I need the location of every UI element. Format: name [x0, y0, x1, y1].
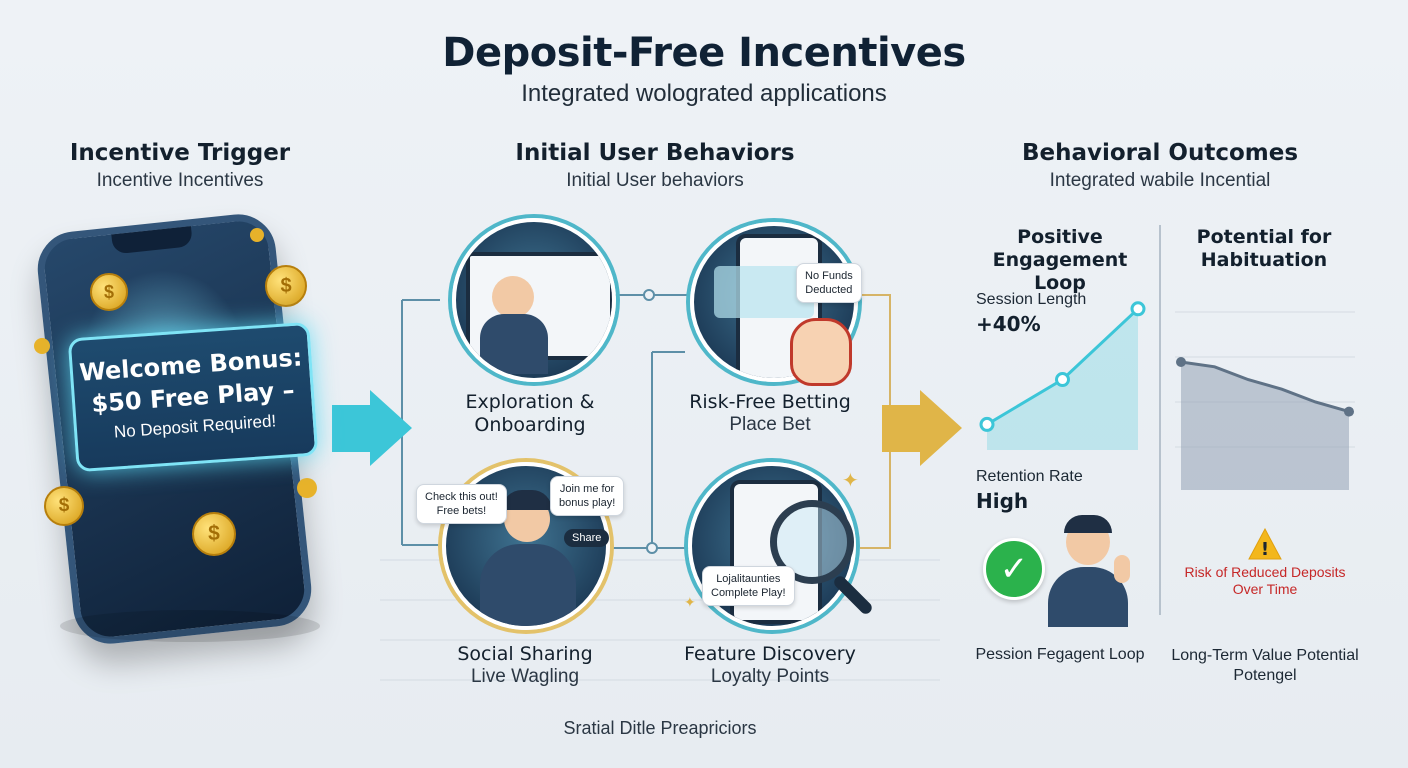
share-button[interactable]: Share: [564, 529, 610, 547]
coin-icon: $: [192, 512, 236, 556]
check-icon: ✓: [983, 538, 1045, 600]
teal-arrow: [332, 390, 412, 466]
behaviors-heading: Initial User Behaviors: [515, 140, 795, 166]
social-bubble-2: Join me for bonus play!: [550, 476, 625, 516]
retention-rate-label: Retention Rate: [976, 468, 1083, 485]
coin-icon: [250, 228, 264, 242]
trigger-subheading: Incentive Incentives: [96, 170, 264, 191]
tag-line-2: Complete Play!: [711, 587, 786, 599]
coin-icon: [34, 338, 50, 354]
social-sub: Live Wagling: [470, 666, 580, 687]
positive-footer: Pession Fegagent Loop: [975, 646, 1145, 663]
behaviors-header: Initial User Behaviors Initial User beha…: [480, 140, 830, 192]
no-funds-badge: No Funds Deducted: [796, 263, 862, 303]
positive-heading: Positive Engagement Loop: [970, 226, 1150, 295]
feature-sub: Loyalty Points: [710, 666, 830, 687]
outcomes-header: Behavioral Outcomes Integrated wabile In…: [990, 140, 1330, 192]
habituation-heading-1: Potential for: [1196, 226, 1332, 248]
positive-heading-1: Positive: [1017, 226, 1103, 248]
coin-icon: $: [44, 486, 84, 526]
habituation-footer: Long-Term Value Potential Potengel: [1160, 646, 1370, 686]
coin-icon: $: [90, 273, 128, 311]
betting-sub: Place Bet: [729, 414, 811, 435]
social-bubble-1: Check this out! Free bets!: [416, 484, 507, 524]
bubble2-line-2: bonus play!: [559, 497, 616, 509]
behaviors-subheading: Initial User behaviors: [566, 170, 744, 191]
behaviors-footer: Sratial Ditle Preapriciors: [563, 718, 757, 738]
habituation-heading: Potential for Habituation: [1176, 226, 1352, 272]
habituation-heading-2: Habituation: [1200, 249, 1328, 271]
habituation-point: [1176, 357, 1186, 367]
gold-arrow: [882, 390, 962, 466]
phone-shadow: [60, 610, 320, 642]
retention-rate-value: High: [976, 489, 1029, 513]
betting-node: Risk-Free Betting Place Bet: [660, 391, 880, 436]
engagement-point: [1130, 301, 1146, 317]
engagement-chart: [979, 301, 1146, 450]
warning-icon: !: [1248, 527, 1282, 560]
habituation-point: [1344, 406, 1354, 417]
loyalty-tag: Lojalitaunties Complete Play!: [702, 566, 795, 606]
coin-icon: [297, 478, 317, 498]
page-title: Deposit-Free Incentives: [442, 30, 966, 76]
sparkle-icon: ✦: [842, 470, 859, 492]
betting-title: Risk-Free Betting: [689, 391, 851, 413]
exploration-node: Exploration & Onboarding: [430, 391, 630, 437]
page-subtitle: Integrated wolograted applications: [521, 80, 887, 107]
habituation-chart: [1175, 311, 1355, 490]
bubble1-line-1: Check this out!: [425, 491, 498, 503]
thumbs-up-person: [1040, 515, 1140, 627]
coin-icon: $: [265, 265, 307, 307]
engagement-area: [987, 308, 1138, 450]
feature-node: Feature Discovery Loyalty Points: [660, 643, 880, 688]
feature-title: Feature Discovery: [684, 643, 856, 665]
engagement-point: [979, 416, 995, 432]
badge-line-1: No Funds: [805, 270, 853, 282]
risk-line-1: Risk of Reduced Deposits: [1184, 564, 1346, 580]
habituation-area: [1181, 362, 1349, 490]
tag-line-1: Lojalitaunties: [716, 573, 781, 585]
session-length-value: +40%: [976, 312, 1041, 336]
habituation-line: [1180, 360, 1350, 414]
welcome-bonus-card: Welcome Bonus: $50 Free Play – No Deposi…: [67, 321, 319, 473]
trigger-heading: Incentive Trigger: [69, 140, 291, 166]
positive-heading-2: Engagement Loop: [992, 249, 1128, 294]
bubble2-line-1: Join me for: [559, 483, 615, 495]
exploration-title-2: Onboarding: [474, 414, 586, 436]
exploration-title-1: Exploration &: [465, 391, 595, 413]
outcomes-heading: Behavioral Outcomes: [1021, 140, 1299, 166]
habituation-footer-2: Potengel: [1233, 667, 1297, 684]
engagement-point: [1055, 372, 1070, 388]
exploration-circle: [452, 218, 616, 382]
session-length-label: Session Length: [976, 291, 1087, 308]
habituation-footer-1: Long-Term Value Potential: [1171, 647, 1359, 664]
badge-line-2: Deducted: [805, 284, 853, 296]
outcomes-subheading: Integrated wabile Incential: [1049, 170, 1271, 191]
svg-text:!: !: [1261, 539, 1269, 560]
risk-text: Risk of Reduced Deposits Over Time: [1165, 564, 1365, 598]
bubble1-line-2: Free bets!: [436, 505, 487, 517]
trigger-header: Incentive Trigger Incentive Incentives: [40, 140, 320, 192]
hand-pointer-icon: [790, 318, 852, 386]
social-title: Social Sharing: [457, 643, 593, 665]
social-node: Social Sharing Live Wagling: [420, 643, 630, 688]
sparkle-icon: ✦: [684, 594, 696, 610]
risk-line-2: Over Time: [1232, 581, 1298, 597]
